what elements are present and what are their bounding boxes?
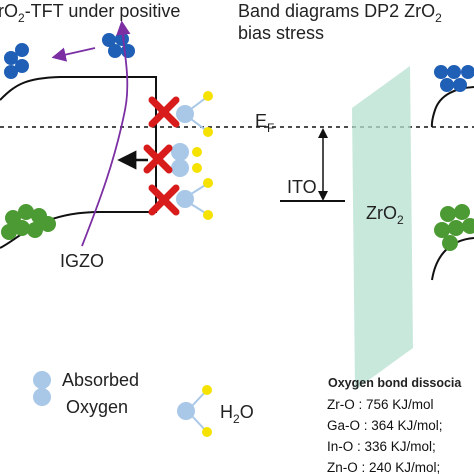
left-panel-title: rO2-TFT under positive	[0, 1, 180, 25]
legend-absorbed-line1: Absorbed	[62, 370, 139, 390]
absorbed-oxygen-icon	[33, 371, 51, 406]
blue-electron-cluster-escaped	[102, 32, 135, 58]
bond-row-zr-o: Zr-O : 756 KJ/mol	[327, 397, 434, 412]
blue-electron-cluster-left	[4, 43, 29, 79]
blocked-water-molecule-2	[171, 143, 202, 177]
electron-escape-arrow	[51, 47, 96, 62]
bond-row-ga-o: Ga-O : 364 KJ/mol;	[327, 418, 443, 433]
green-hole-cluster-right	[434, 204, 474, 251]
right-panel-title-line1: Band diagrams DP2 ZrO2	[238, 1, 442, 25]
legend-absorbed-line2: Oxygen	[66, 397, 128, 417]
zro2-layer	[352, 66, 413, 390]
bias-arrow-head-up	[318, 128, 328, 138]
ito-label: ITO	[287, 177, 317, 197]
igzo-label: IGZO	[60, 251, 104, 271]
blocked-water-molecule-1	[176, 91, 213, 137]
bond-row-zn-o: Zn-O : 240 KJ/mol;	[327, 460, 440, 474]
right-conduction-band	[430, 86, 474, 128]
zro2-label: ZrO2	[366, 203, 404, 227]
blue-electron-cluster-right	[434, 65, 474, 92]
legend-water-label: H2O	[220, 402, 254, 426]
trajectory-curve	[81, 29, 129, 247]
blocked-mark-2	[143, 144, 173, 174]
right-panel-title-line2: bias stress	[238, 23, 324, 43]
right-valence-band	[431, 237, 474, 281]
water-molecule-icon	[177, 385, 212, 437]
green-hole-cluster-left	[1, 204, 56, 240]
blocked-water-molecule-3	[176, 178, 213, 220]
bond-row-in-o: In-O : 336 KJ/mol;	[327, 439, 436, 454]
conduction-band-edge	[0, 76, 157, 213]
bond-dissociation-title: Oxygen bond dissocia	[328, 376, 462, 390]
bias-arrow-head-down	[318, 191, 328, 201]
blocked-mark-1	[148, 96, 180, 128]
fermi-level-label: EF	[255, 111, 274, 135]
blocked-mark-3	[148, 184, 180, 216]
trajectory-arrowhead	[116, 20, 131, 41]
